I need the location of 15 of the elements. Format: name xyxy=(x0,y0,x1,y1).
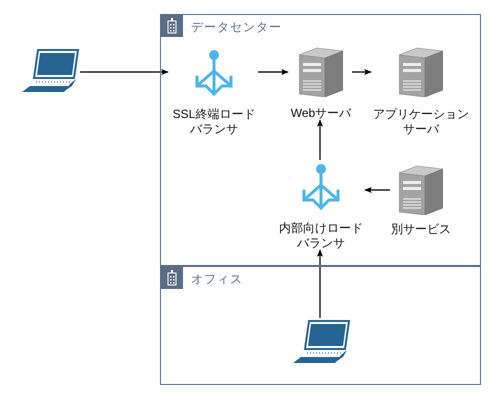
group-container xyxy=(160,266,481,385)
group-container xyxy=(160,14,481,266)
arrow xyxy=(317,119,323,160)
arrow xyxy=(80,69,169,75)
group-label: オフィス xyxy=(191,271,243,288)
group-label: データセンター xyxy=(191,19,282,36)
node-label: 内部向けロードバランサ xyxy=(278,221,364,251)
arrow xyxy=(317,249,323,318)
node-label: 別サービス xyxy=(391,222,451,237)
node-label: SSL終端ロードバランサ xyxy=(172,107,256,137)
node-label: Webサーバ xyxy=(290,106,352,121)
arrow xyxy=(364,187,390,193)
arrow xyxy=(352,69,372,75)
node-label: アプリケーションサーバ xyxy=(372,107,470,137)
arrow xyxy=(258,69,289,75)
